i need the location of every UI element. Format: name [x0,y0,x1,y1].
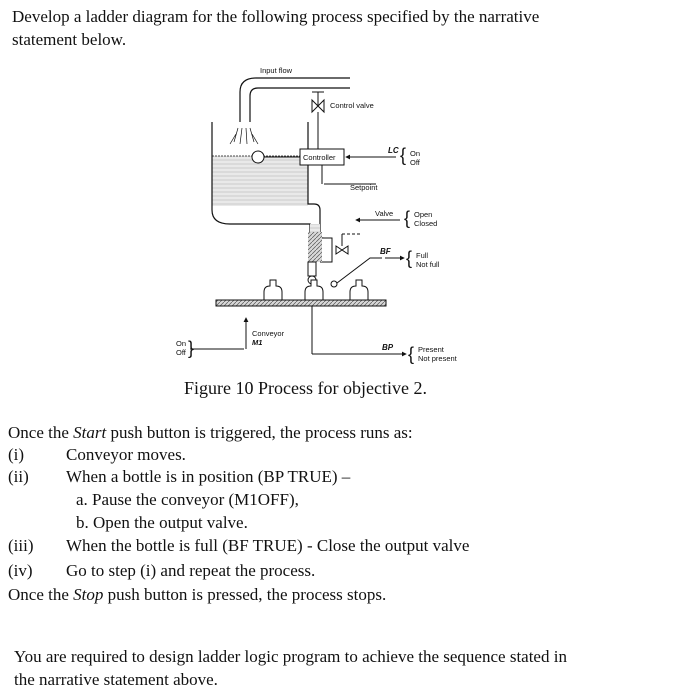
bottle-icon [304,279,324,300]
outlet-pipe [308,232,322,262]
step-3-text: When the bottle is full (BF TRUE) - Clos… [66,536,470,555]
requirement-line-1: You are required to design ladder logic … [14,647,567,666]
motor-on-label: On [176,339,186,348]
input-flow-label: Input flow [260,66,293,75]
bp-label: BP [382,343,394,352]
control-valve-label: Control valve [330,101,374,110]
step-3-number: (iii) [8,536,34,555]
input-pipe [239,77,350,122]
svg-text:{: { [406,248,412,268]
step-2-text: When a bottle is in position (BP TRUE) – [66,467,351,486]
step-2a-text: a. Pause the conveyor (M1OFF), [76,490,299,509]
spray-icon [229,127,259,145]
bottle-icon [263,279,283,300]
setpoint-label: Setpoint [350,183,378,192]
question-line-1: Develop a ladder diagram for the followi… [12,7,540,26]
step-2-number: (ii) [8,467,29,486]
bp-not-present-label: Not present [418,354,458,363]
bf-label: BF [380,247,392,256]
step-1-text: Conveyor moves. [66,445,186,464]
valve-open-label: Open [414,210,432,219]
level-float-icon [251,150,265,164]
start-word: Start [73,423,107,442]
svg-text:}: } [188,338,194,358]
step-2b-text: b. Open the output valve. [76,513,248,532]
stop-line: Once the Stop push button is pressed, th… [8,585,387,604]
stop-word: Stop [73,585,104,604]
valve-label: Valve [375,209,393,218]
figure-caption: Figure 10 Process for objective 2. [184,378,427,398]
bf-sensor-icon [330,280,338,288]
bp-present-label: Present [418,345,445,354]
svg-text:{: { [400,145,406,165]
question-line-2: statement below. [12,30,127,49]
bottle-icon [349,279,369,300]
solenoid-valve-icon [335,245,349,255]
step-4-text: Go to step (i) and repeat the process. [66,561,316,580]
tank [211,122,325,239]
process-diagram: Input flow Control valve Controller LC {… [176,66,458,364]
svg-text:{: { [408,344,414,364]
step-4-number: (iv) [8,561,33,580]
bf-not-full-label: Not full [416,260,440,269]
conveyor-belt [215,299,387,307]
valve-closed-label: Closed [414,219,437,228]
controller-label: Controller [303,153,336,162]
lc-label: LC [388,146,399,155]
bf-full-label: Full [416,251,428,260]
m1-label: M1 [252,338,262,347]
requirement-line-2: the narrative statement above. [14,670,218,689]
motor-off-label: Off [176,348,187,357]
lc-off-label: Off [410,158,421,167]
control-valve-icon [311,91,325,114]
svg-text:{: { [404,208,410,228]
lc-on-label: On [410,149,420,158]
conveyor-label: Conveyor [252,329,285,338]
step-1-number: (i) [8,445,25,464]
intro-line: Once the Start push button is triggered,… [8,423,413,442]
